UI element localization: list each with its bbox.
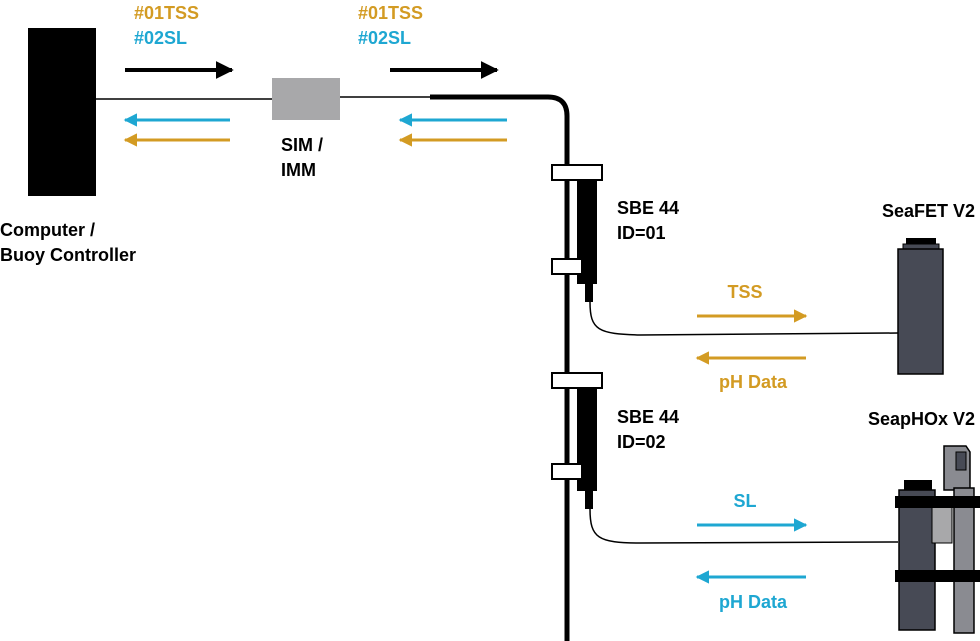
computer-label-line2: Buoy Controller <box>0 245 136 265</box>
cmd-sl-label: #02SL <box>134 28 187 48</box>
sbe44-02-connector <box>585 491 593 509</box>
computer-label-line1: Computer / <box>0 220 95 240</box>
sl-label: SL <box>733 491 756 511</box>
tss-label: TSS <box>727 282 762 302</box>
ph-data-label-2: pH Data <box>719 592 788 612</box>
seaphox-label: SeapHOx V2 <box>868 409 975 429</box>
cmd-sl-label-2: #02SL <box>358 28 411 48</box>
mooring-cable <box>430 94 570 641</box>
sbe44-01-connector <box>585 284 593 302</box>
sbe44-01 <box>551 164 603 302</box>
sbe44-01-body <box>577 172 597 284</box>
sbe2-label-line1: SBE 44 <box>617 407 679 427</box>
sim-imm-box <box>272 78 340 120</box>
sim-label-line2: IMM <box>281 160 316 180</box>
sbe1-label-line1: SBE 44 <box>617 198 679 218</box>
cmd-tss-label-2: #01TSS <box>358 3 423 23</box>
sbe1-label-line2: ID=01 <box>617 223 666 243</box>
sbe44-02-clamp-bottom <box>551 463 583 480</box>
sbe44-02-clamp-top <box>551 372 603 389</box>
sbe44-01-clamp-top <box>551 164 603 181</box>
sbe44-02 <box>551 372 603 509</box>
seafet-label: SeaFET V2 <box>882 201 975 221</box>
cmd-tss-label: #01TSS <box>134 3 199 23</box>
sbe2-label-line2: ID=02 <box>617 432 666 452</box>
seafet-instrument <box>897 238 944 375</box>
sbe44-01-clamp-bottom <box>551 258 583 275</box>
ph-data-label-1: pH Data <box>719 372 788 392</box>
cable-sbe02-seaphox <box>589 508 899 544</box>
sim-label-line1: SIM / <box>281 135 323 155</box>
cable-sbe01-seafet <box>589 301 899 336</box>
computer-box <box>28 28 96 196</box>
seaphox-instrument <box>895 445 980 634</box>
